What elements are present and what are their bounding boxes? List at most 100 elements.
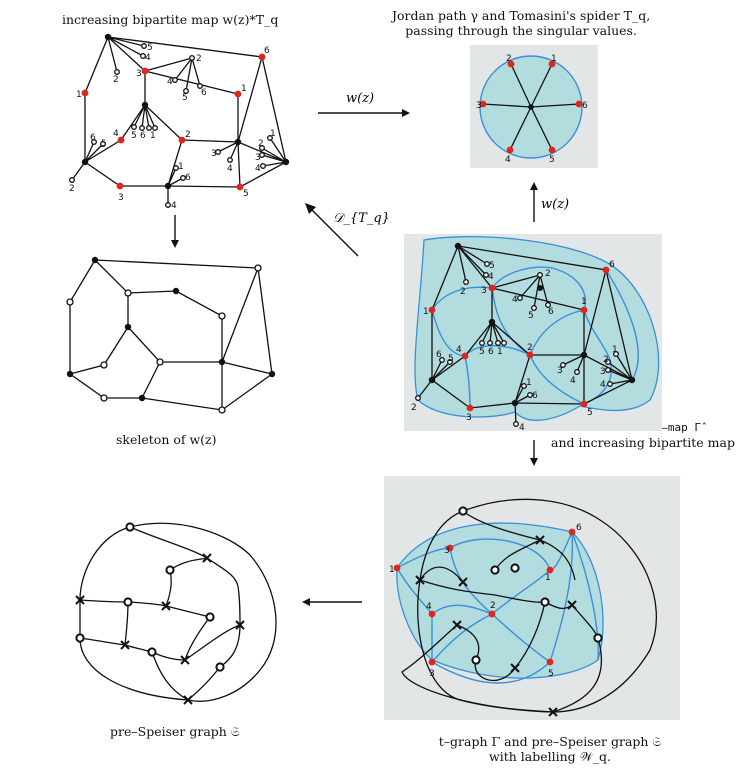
caption-pre-speiser: pre–Speiser graph 𝔖: [110, 724, 240, 739]
svg-text:4: 4: [167, 77, 173, 87]
svg-text:5: 5: [448, 354, 454, 364]
svg-text:1: 1: [545, 573, 551, 583]
svg-text:5: 5: [548, 669, 554, 679]
arrow-label-d: 𝒟_{T_q}: [333, 211, 390, 226]
svg-text:2: 2: [185, 130, 191, 140]
svg-text:4: 4: [519, 423, 525, 433]
svg-text:2: 2: [527, 343, 533, 353]
caption-line: t–graph Γ and pre–Speiser graph 𝔖: [438, 734, 662, 749]
svg-text:2: 2: [460, 287, 466, 297]
svg-text:2: 2: [490, 601, 496, 611]
svg-text:1: 1: [497, 347, 503, 357]
arrows: w(z) w(z) 𝒟_{T_q}: [171, 91, 569, 606]
svg-text:4: 4: [456, 345, 462, 355]
svg-text:6: 6: [201, 88, 207, 98]
svg-text:1: 1: [241, 84, 247, 94]
svg-text:5: 5: [131, 131, 137, 141]
svg-text:6: 6: [264, 46, 270, 56]
spider-label-6: 6: [582, 101, 588, 111]
spider-label-2: 2: [506, 54, 512, 64]
svg-text:2: 2: [196, 54, 202, 64]
caption-text: increasing bipartite map w(z)*T_q: [62, 12, 279, 27]
svg-text:5: 5: [147, 43, 153, 53]
svg-text:5: 5: [101, 139, 107, 149]
svg-text:3: 3: [136, 69, 142, 79]
spider-label-1: 1: [551, 54, 557, 64]
caption-line: Jordan path γ and Tomasini's spider T_q,: [392, 8, 651, 23]
svg-text:3: 3: [481, 286, 487, 296]
svg-text:1: 1: [612, 345, 618, 355]
svg-text:2: 2: [411, 403, 417, 413]
caption-line: with labelling 𝒲_q.: [489, 749, 611, 764]
spider-label-5: 5: [549, 155, 555, 165]
svg-text:3: 3: [600, 367, 606, 377]
svg-text:5: 5: [479, 347, 485, 357]
svg-text:6: 6: [532, 391, 538, 401]
svg-text:2: 2: [258, 139, 264, 149]
svg-text:4: 4: [227, 164, 233, 174]
svg-text:2: 2: [603, 355, 609, 365]
svg-text:2: 2: [545, 269, 551, 279]
caption-line: passing through the singular values.: [405, 23, 637, 38]
svg-text:6: 6: [436, 350, 442, 360]
svg-text:1: 1: [76, 90, 82, 100]
svg-text:6: 6: [488, 347, 494, 357]
pre-speiser-graph: [75, 522, 277, 705]
svg-text:4: 4: [145, 53, 151, 63]
spider-label-4: 4: [505, 155, 511, 165]
svg-text:1: 1: [270, 129, 276, 139]
svg-text:6: 6: [576, 523, 582, 533]
svg-text:1: 1: [389, 565, 395, 575]
svg-text:4: 4: [488, 272, 494, 282]
svg-text:4: 4: [512, 295, 518, 305]
caption-a-map: A–map Γ̂ and increasing bipartite map: [495, 420, 735, 450]
svg-text:3: 3: [429, 669, 435, 679]
caption-jordan-path: Jordan path γ and Tomasini's spider T_q,…: [392, 8, 650, 38]
svg-text:6: 6: [548, 307, 554, 317]
svg-text:4: 4: [600, 380, 606, 390]
svg-text:6: 6: [90, 133, 96, 143]
t-graph-panel: 6 3 1 1 4 2 3 5: [384, 476, 680, 720]
svg-text:4: 4: [426, 602, 432, 612]
svg-text:5: 5: [489, 261, 495, 271]
spider-panel: 2 1 3 6 4 5: [470, 45, 598, 168]
svg-text:1: 1: [526, 378, 532, 388]
svg-text:2: 2: [113, 75, 119, 85]
svg-text:6: 6: [609, 260, 615, 270]
caption-increasing-bipartite-map: increasing bipartite map w(z)*T_q: [62, 12, 278, 27]
svg-text:3: 3: [444, 546, 450, 556]
svg-text:1: 1: [150, 131, 156, 141]
svg-text:4: 4: [255, 164, 261, 174]
svg-text:2: 2: [69, 184, 75, 194]
caption-skeleton: skeleton of w(z): [116, 432, 217, 447]
svg-text:3: 3: [557, 366, 563, 376]
svg-text:5: 5: [243, 189, 249, 199]
svg-text:1: 1: [423, 307, 429, 317]
svg-text:5: 5: [587, 408, 593, 418]
svg-text:4: 4: [113, 129, 119, 139]
skeleton-graph: [66, 256, 276, 414]
caption-text: skeleton of w(z): [116, 432, 217, 447]
svg-text:3: 3: [118, 193, 124, 203]
spider-label-3: 3: [476, 101, 482, 111]
svg-text:4: 4: [570, 376, 576, 386]
svg-text:3: 3: [466, 413, 472, 423]
arrow-label-w-up: w(z): [541, 197, 569, 212]
svg-text:5: 5: [182, 93, 188, 103]
arrow-label-w-right: w(z): [346, 91, 374, 106]
svg-text:1: 1: [581, 297, 587, 307]
svg-text:3: 3: [211, 149, 217, 159]
caption-line: and increasing bipartite map: [551, 435, 735, 450]
svg-text:3: 3: [255, 153, 261, 163]
caption-line: A–map Γ̂: [654, 421, 701, 434]
svg-text:4: 4: [171, 201, 177, 211]
caption-text: pre–Speiser graph 𝔖: [110, 724, 240, 739]
svg-text:6: 6: [185, 173, 191, 183]
svg-text:1: 1: [178, 162, 184, 172]
svg-text:6: 6: [140, 131, 146, 141]
caption-t-graph: t–graph Γ and pre–Speiser graph 𝔖 with l…: [400, 734, 700, 764]
svg-text:5: 5: [528, 311, 534, 321]
